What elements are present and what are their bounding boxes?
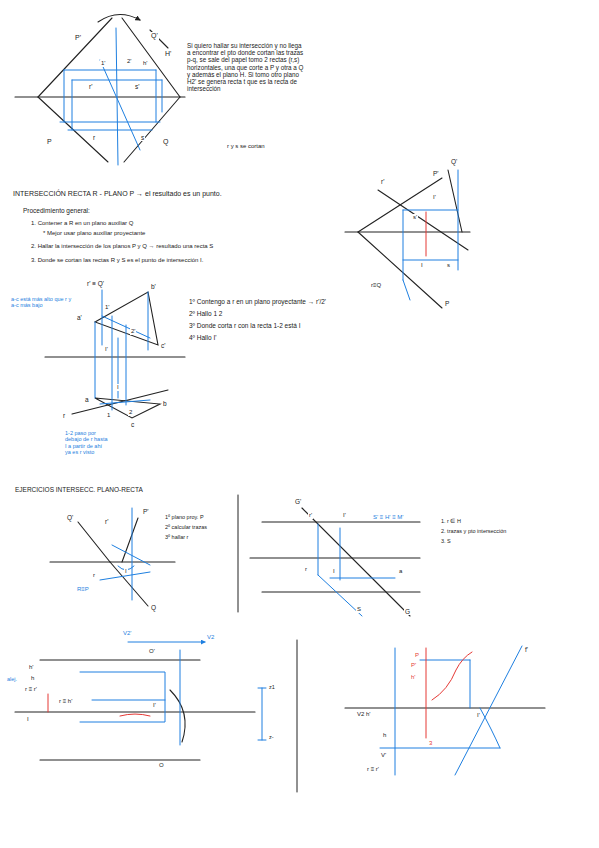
note-text: alej. [6,676,18,682]
note-text: s' [134,83,141,90]
note-text: r' [104,518,109,525]
note-text: Q' [66,514,74,521]
note-text: s' [412,214,418,221]
note-text: r≡Q [370,282,382,289]
note-text: H' [164,50,172,58]
note-text: O [158,762,165,769]
note-text: 3 [428,740,433,747]
note-text: I' [342,512,347,519]
note-text: I [332,568,336,575]
note-text: r ≡ r' [366,766,380,773]
note-text: r [92,572,96,579]
note-text: P [444,300,450,307]
note-text: I' [152,702,157,709]
note-text: I' [104,346,109,353]
note-text: P' [432,170,440,177]
note-text: V2 [206,634,215,641]
note-text: V2 h' [356,711,372,718]
note-text: Q' [150,32,159,40]
note-text: h [382,732,387,739]
note-text: I' [432,194,437,201]
note-text: INTERSECCIÓN RECTA R - PLANO P → el resu… [12,190,223,198]
note-text: 1' [100,60,106,67]
note-text: Si quiero hallar su intersección y no ll… [186,42,306,93]
note-text: r [304,566,308,573]
note-text: 1º plano proy. P [164,514,205,520]
note-text: 1º Contengo a r en un plano proyectante … [188,298,327,305]
note-text: P [46,138,53,146]
note-text: a [84,396,90,403]
note-text: r y s se cortan [226,143,266,150]
note-text: O' [148,648,156,655]
note-text: 2º calcular trazas [164,524,208,530]
note-text: 1' [104,304,110,311]
note-text: Q [150,604,157,611]
note-text: r' ≡ Q' [86,280,105,287]
note-text: I [116,384,120,391]
note-text: z- [268,734,275,740]
note-text: 2 [128,409,133,416]
note-text: S [356,606,362,613]
note-text: Procedimiento general: [22,207,91,214]
note-text: a-c está más alto que r y a-c más bajo [10,296,78,309]
note-text: r ≡ r' [24,686,38,693]
note-text: V2' [122,630,132,637]
note-text: G [404,608,411,615]
note-text: I [26,716,30,723]
note-text: h' [142,60,148,67]
note-text: r [92,134,96,141]
note-text: a [398,568,403,575]
note-text: 3º hallar r [164,534,189,540]
note-text: 2º Hallo 1 2 [188,310,223,317]
note-text: S' ≡ H' ≡ M' [372,514,404,521]
note-text: r' [380,178,385,185]
note-text: 3. S [440,538,452,544]
note-text: s [140,134,145,141]
note-text: h [30,675,35,682]
note-text: P' [410,662,417,669]
note-text: G' [294,498,302,505]
note-text: I [124,568,128,575]
note-text: 2. trazas y pto intersección [440,528,507,534]
note-text: 2. Hallar la intersección de los planos … [30,243,214,250]
note-text: h' [28,664,34,671]
note-text: c [130,421,135,428]
note-text: r [62,412,66,419]
note-text: a' [76,314,83,321]
note-text: s [446,262,451,269]
note-text: Q' [450,158,458,165]
note-text: I [420,262,424,269]
note-text: 3. Donde se cortan las rectas R y S es e… [30,257,204,264]
note-text: 4º Hallo I' [188,334,217,341]
note-text: V' [380,752,387,759]
note-text: I' [476,712,481,719]
note-text: P' [74,34,82,42]
note-text: z1 [268,684,276,690]
note-text: h' [410,674,416,681]
note-text: b' [150,283,157,290]
note-text: 1 [106,412,111,419]
note-text: 1. r ∈ H [440,518,462,524]
note-text: 2' [130,328,136,335]
note-text: 1-2 paso por debajo de r hasta I a parti… [64,430,110,455]
note-text: P' [142,508,150,515]
note-text: 3º Donde corta r con la recta 1-2 está I [188,322,302,329]
note-text: Q [162,138,169,146]
note-text: EJERCICIOS INTERSECC. PLANO-RECTA [14,486,144,493]
note-text: r' [308,512,313,519]
note-text: P [414,652,420,659]
note-text: c' [160,342,167,349]
note-text: R≡P [76,586,90,593]
note-text: 1. Contener a R en un plano auxiliar Q [30,220,134,227]
note-text: r' [88,83,93,90]
note-text: 2' [126,58,132,65]
note-text: r ≡ h' [58,698,73,705]
note-text: b [162,400,168,407]
note-text: f' [524,646,529,653]
note-text: * Mejor usar plano auxiliar proyectante [42,230,146,237]
